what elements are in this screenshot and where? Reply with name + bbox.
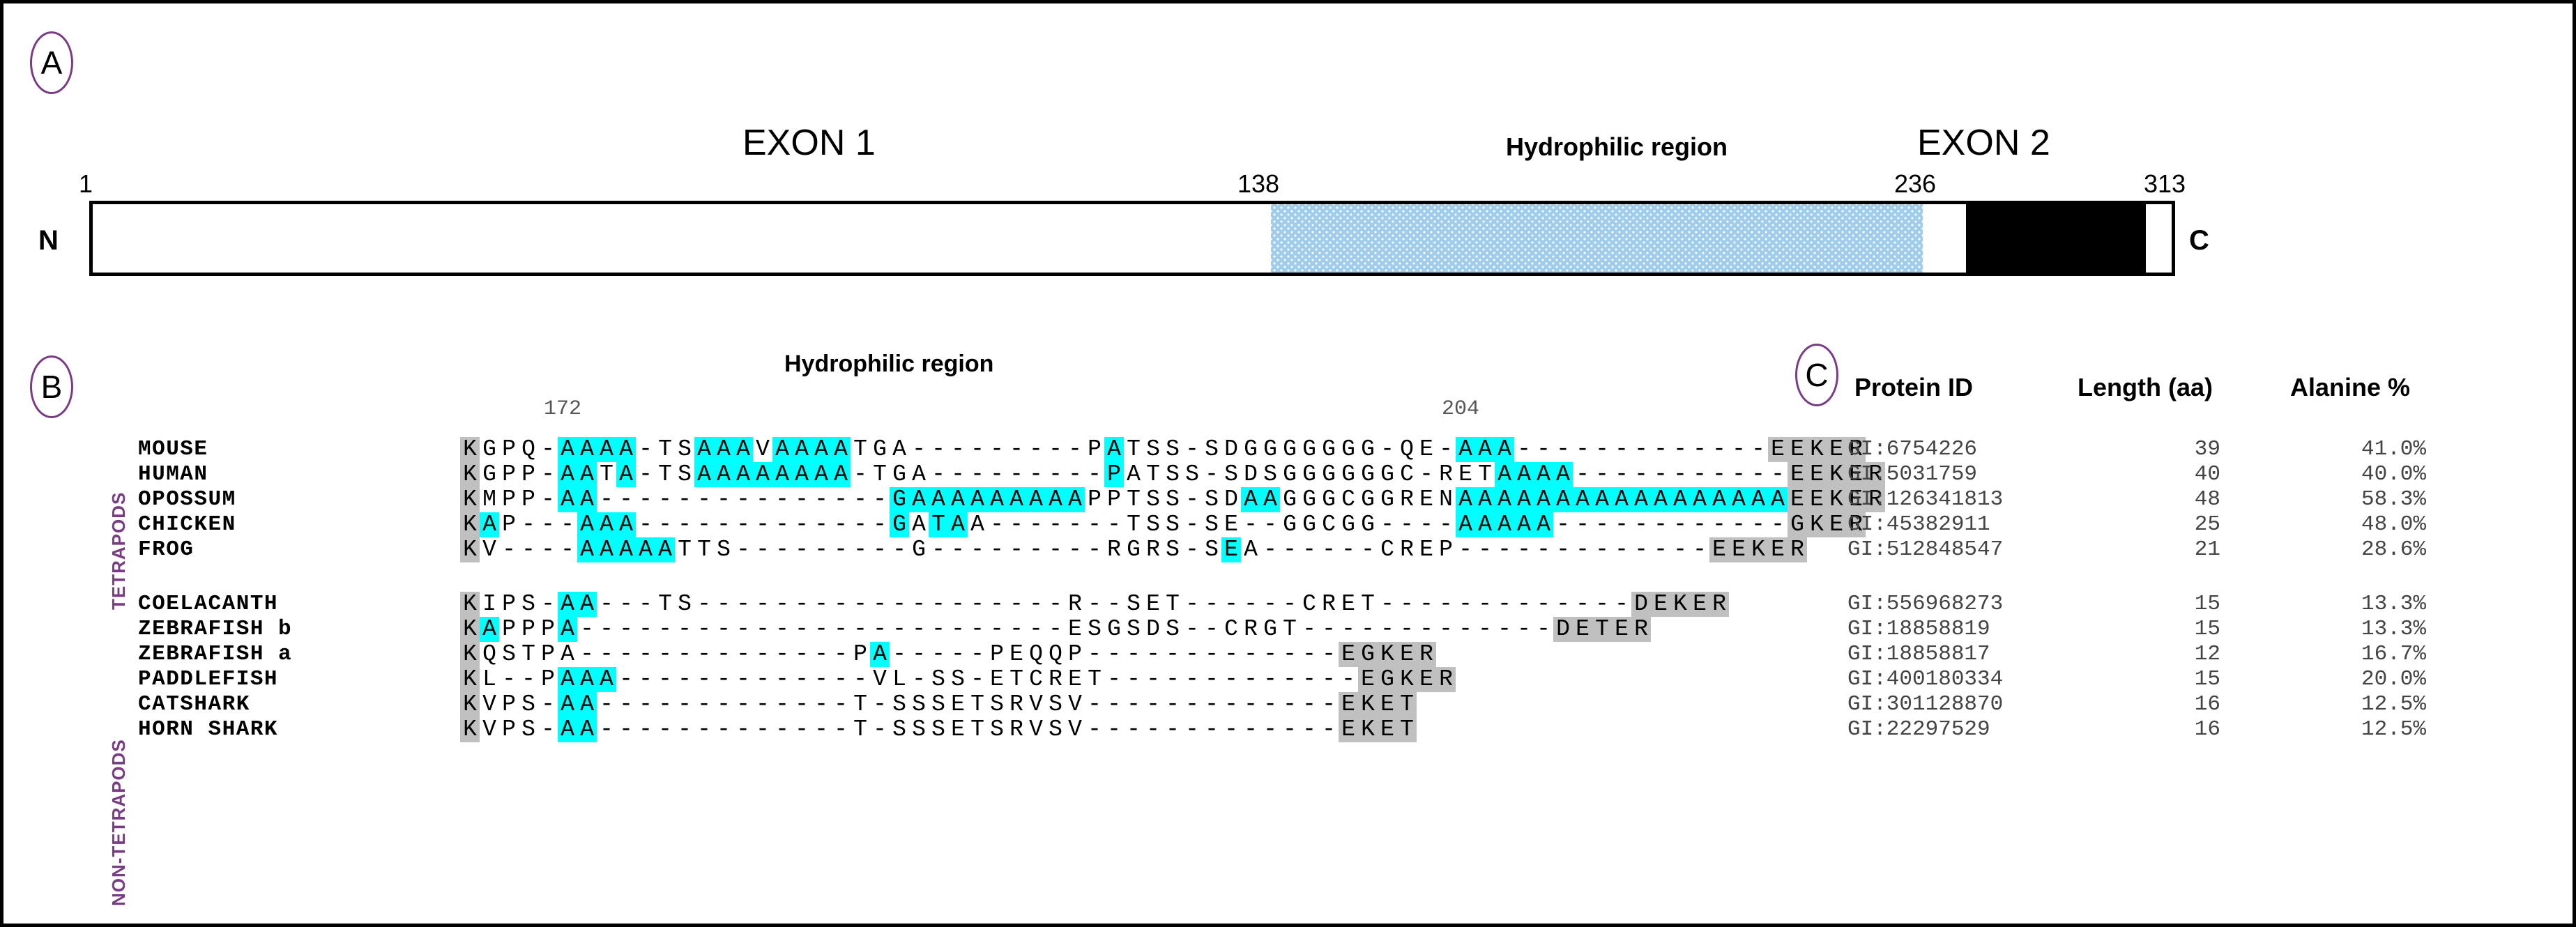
hydrophilic-region-label-a: Hydrophilic region [1506,132,1728,161]
table-row: GI:400180334 15 20.0% [1788,667,2573,692]
table-row: GI:301128870 16 12.5% [1788,692,2573,717]
protein-schematic-bar [89,201,2175,276]
alanine-pct-cell: 48.0% [2361,512,2426,537]
species-label: HORN SHARK [138,717,279,742]
species-label: OPOSSUM [138,487,236,512]
hydrophilic-region-block [1271,204,1923,273]
table-row: GI:556968273 15 13.3% [1788,592,2573,617]
table-row: GI:22297529 16 12.5% [1788,717,2573,742]
panel-c: C Protein ID Length (aa) Alanine % GI:67… [1788,331,2573,910]
panel-a: A EXON 1 Hydrophilic region EXON 2 1 138… [3,3,2573,331]
column-header-protein-id: Protein ID [1854,373,1974,401]
length-cell: 16 [2194,692,2220,717]
protein-id-cell: GI:18858817 [1847,642,1990,666]
length-cell: 16 [2194,717,2220,742]
c-terminus-label: C [2189,225,2209,256]
exon2-label: EXON 2 [1917,123,2050,163]
table-row: GI:18858819 15 13.3% [1788,617,2573,642]
protein-id-cell: GI:126341813 [1847,487,2004,512]
alanine-pct-cell: 58.3% [2361,487,2426,512]
table-row: GI:5031759 40 40.0% [1788,462,2573,487]
length-cell: 15 [2194,592,2220,616]
panel-c-badge: C [1795,344,1838,406]
panel-b: B Hydrophilic region 172 204 TETRAPODS N… [3,331,1885,910]
length-cell: 12 [2194,642,2220,666]
exon1-label: EXON 1 [742,123,876,163]
table-row: GI:18858817 12 16.7% [1788,642,2573,667]
alignment-position-204: 204 [1442,397,1480,421]
alanine-pct-cell: 12.5% [2361,692,2426,717]
column-header-length: Length (aa) [2078,373,2213,401]
panel-b-badge: B [30,355,73,418]
alanine-pct-cell: 20.0% [2361,667,2426,691]
position-138-label: 138 [1237,169,1280,198]
species-label: MOUSE [138,437,208,461]
position-236-label: 236 [1894,169,1937,198]
alanine-pct-cell: 13.3% [2361,617,2426,641]
length-cell: 48 [2194,487,2220,512]
species-label: HUMAN [138,462,208,487]
species-label: FROG [138,537,195,562]
protein-id-cell: GI:5031759 [1847,462,1978,487]
species-label: CHICKEN [138,512,236,537]
alanine-pct-cell: 40.0% [2361,462,2426,487]
length-cell: 15 [2194,617,2220,641]
table-row: GI:126341813 48 58.3% [1788,487,2573,512]
length-cell: 40 [2194,462,2220,487]
position-313-label: 313 [2144,169,2186,198]
species-label: CATSHARK [138,692,250,717]
length-cell: 15 [2194,667,2220,691]
protein-id-cell: GI:556968273 [1847,592,2004,616]
group-label-tetrapods: TETRAPODS [108,491,129,610]
hydrophilic-region-label-b: Hydrophilic region [784,351,994,377]
position-1-label: 1 [79,169,93,198]
protein-id-cell: GI:18858819 [1847,617,1990,641]
panel-a-badge: A [30,31,73,94]
protein-id-cell: GI:512848547 [1847,537,2004,562]
protein-id-cell: GI:400180334 [1847,667,2004,691]
species-label: ZEBRAFISH b [138,617,293,641]
alanine-pct-cell: 16.7% [2361,642,2426,666]
protein-id-cell: GI:301128870 [1847,692,2004,717]
alanine-pct-cell: 13.3% [2361,592,2426,616]
n-terminus-label: N [38,225,59,256]
alanine-pct-cell: 41.0% [2361,437,2426,461]
alignment-position-172: 172 [544,397,582,421]
species-label: PADDLEFISH [138,667,279,691]
species-label: COELACANTH [138,592,279,616]
length-cell: 21 [2194,537,2220,562]
protein-id-cell: GI:45382911 [1847,512,1990,537]
length-cell: 39 [2194,437,2220,461]
alanine-pct-cell: 12.5% [2361,717,2426,742]
alanine-pct-cell: 28.6% [2361,537,2426,562]
column-header-alanine-pct: Alanine % [2290,373,2411,401]
group-label-non-tetrapods: NON-TETRAPODS [108,739,129,906]
protein-id-cell: GI:22297529 [1847,717,1990,742]
protein-id-cell: GI:6754226 [1847,437,1978,461]
table-row: GI:6754226 39 41.0% [1788,437,2573,462]
table-row: GI:45382911 25 48.0% [1788,512,2573,537]
table-row: GI:512848547 21 28.6% [1788,537,2573,562]
exon2-block [1966,204,2146,273]
length-cell: 25 [2194,512,2220,537]
species-label: ZEBRAFISH a [138,642,293,666]
